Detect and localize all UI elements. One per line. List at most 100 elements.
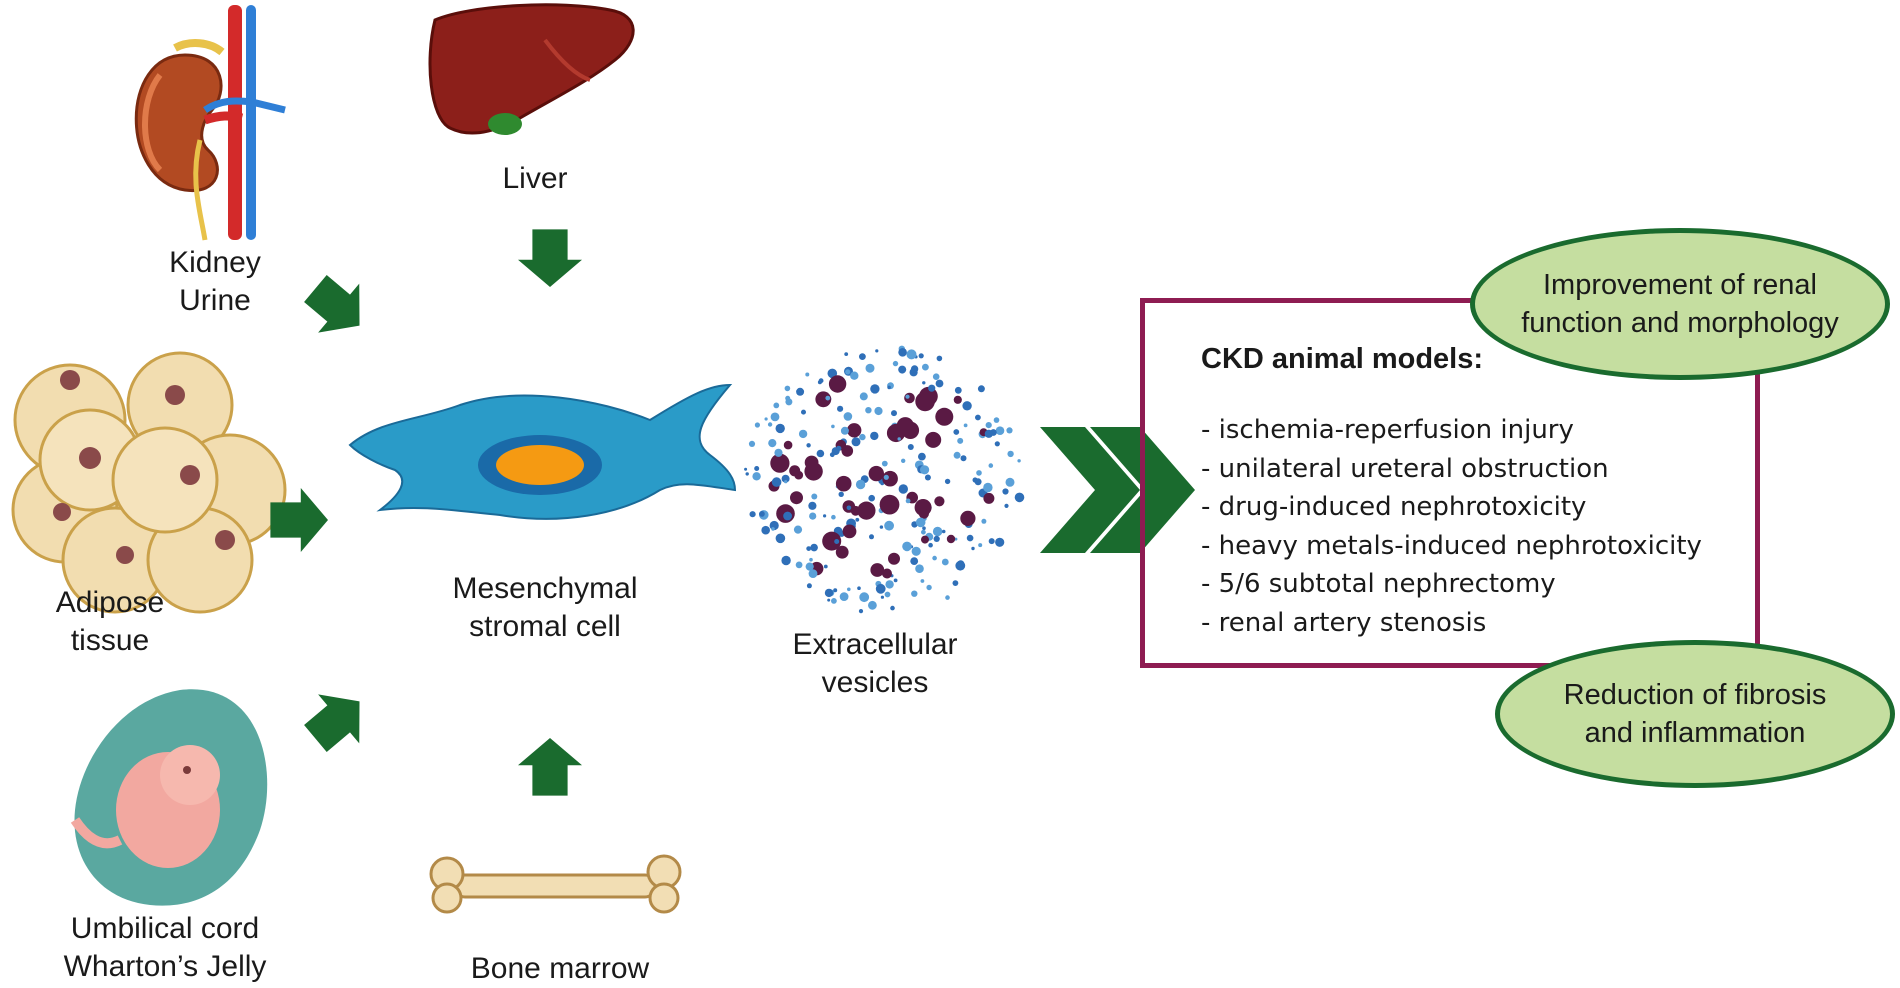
vesicle-dot xyxy=(858,609,864,614)
vesicle-dot xyxy=(922,381,926,385)
vesicle-dot xyxy=(773,402,780,409)
vesicle-dot xyxy=(918,452,926,461)
vesicle-dot xyxy=(816,449,825,458)
vesicle-dot xyxy=(904,392,915,404)
vesicle-dot xyxy=(905,498,911,504)
vesicle-dot xyxy=(836,445,842,452)
vesicle-dot xyxy=(843,412,853,421)
vesicle-dot xyxy=(988,538,995,545)
vesicle-dot xyxy=(829,452,835,458)
vesicle-dot xyxy=(995,426,1005,436)
vesicle-dot xyxy=(884,591,891,598)
vesicle-dot xyxy=(960,510,976,526)
vesicle-dot xyxy=(957,437,964,444)
vesicle-dot xyxy=(771,477,782,487)
embryo-icon xyxy=(70,689,268,906)
vesicle-dot xyxy=(831,598,837,604)
vesicle-dot xyxy=(898,365,907,374)
vesicle-dot xyxy=(926,584,932,591)
vesicle-dot xyxy=(770,412,780,422)
vesicle-dot xyxy=(953,395,962,404)
vesicle-dot xyxy=(793,525,803,534)
vesicle-dot xyxy=(847,423,862,438)
vesicle-dot xyxy=(847,587,851,592)
vesicle-dot xyxy=(868,465,884,482)
vesicle-dot xyxy=(974,478,982,486)
vesicle-dot xyxy=(879,494,900,515)
list-item: - 5/6 subtotal nephrectomy xyxy=(1201,569,1556,599)
vesicle-dot xyxy=(882,568,892,579)
vesicle-dot xyxy=(745,472,749,476)
vesicle-dot xyxy=(941,558,949,566)
vesicle-dot xyxy=(901,458,906,463)
vesicle-dot xyxy=(962,401,972,411)
vesicle-dot xyxy=(810,543,818,552)
vesicle-dot xyxy=(976,470,982,476)
vesicle-dot xyxy=(957,560,965,568)
liver-label: Liver xyxy=(502,162,568,195)
vesicle-dot xyxy=(880,595,885,599)
vesicle-dot xyxy=(971,546,975,551)
vesicle-dot xyxy=(784,480,788,484)
vesicle-dot xyxy=(885,580,894,589)
kidney-icon xyxy=(134,5,286,241)
vesicle-dot xyxy=(875,583,886,594)
vesicle-dot xyxy=(827,598,831,602)
vesicle-dot xyxy=(932,555,937,561)
vesicle-dot xyxy=(1014,492,1025,503)
vesicle-dot xyxy=(851,437,861,447)
vesicle-dot xyxy=(933,535,940,543)
vesicle-dot xyxy=(879,525,884,529)
arrow-liver-to-msc xyxy=(518,229,582,287)
vesicle-dot xyxy=(952,580,959,586)
vesicle-dot xyxy=(906,349,917,360)
vesicle-dot xyxy=(768,439,777,448)
vesicle-dot xyxy=(953,451,961,459)
vesicle-dot xyxy=(919,386,938,406)
vesicle-dot xyxy=(855,517,860,522)
vesicle-dot xyxy=(905,394,910,399)
vesicle-dot xyxy=(921,529,926,535)
vesicle-dot xyxy=(835,475,852,492)
vesicle-dot xyxy=(988,463,994,468)
vesicle-dot xyxy=(859,353,866,360)
vesicle-dot xyxy=(897,437,901,441)
vesicle-dot xyxy=(984,429,993,438)
vesicle-dot xyxy=(761,525,770,535)
vesicle-dot xyxy=(910,365,919,373)
vesicle-dot xyxy=(994,441,1000,447)
vesicle-dot xyxy=(922,363,929,371)
vesicle-dot xyxy=(941,529,946,534)
vesicle-dot xyxy=(881,460,888,467)
vesicle-dot xyxy=(840,426,849,435)
vesicle-dot xyxy=(907,444,914,450)
vesicle-dot xyxy=(901,421,920,439)
msc-cell-icon xyxy=(348,383,737,520)
vesicle-dot xyxy=(748,440,756,447)
vesicle-dot xyxy=(875,349,879,353)
vesicle-dot xyxy=(824,588,834,598)
vesicle-dot xyxy=(846,505,852,511)
vesicle-dot xyxy=(798,429,808,439)
vesicle-dot xyxy=(818,378,824,384)
vesicle-dot xyxy=(981,518,987,524)
vesicle-dot xyxy=(806,443,811,448)
vesicle-dot xyxy=(859,433,866,441)
vesicle-dot xyxy=(808,569,818,578)
vesicle-dot xyxy=(781,555,791,566)
vesicle-dot xyxy=(783,440,793,450)
vesicle-dot xyxy=(893,578,898,583)
vesicle-dot xyxy=(842,524,857,539)
vesicle-dot xyxy=(932,373,940,381)
vesicle-dot xyxy=(995,537,1005,547)
list-item: - drug-induced nephrotoxicity xyxy=(1201,492,1587,522)
vesicle-dot xyxy=(936,355,943,362)
vesicle-dot xyxy=(789,465,801,477)
vesicle-dot xyxy=(1006,427,1013,434)
vesicle-dot xyxy=(834,539,840,544)
vesicle-dot xyxy=(844,352,849,356)
vesicle-dot xyxy=(928,384,936,392)
vesicle-dot xyxy=(888,552,900,565)
